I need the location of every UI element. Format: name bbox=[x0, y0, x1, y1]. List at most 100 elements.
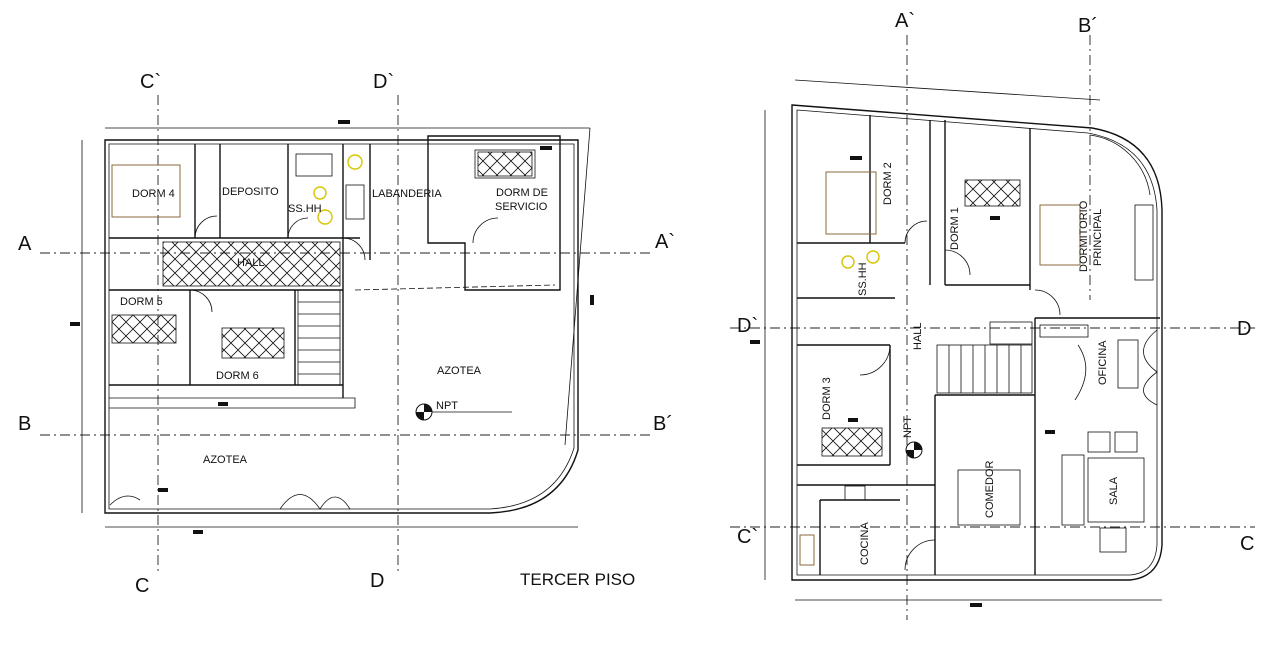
kitchen-sink bbox=[799, 534, 815, 566]
room-label: DORM 4 bbox=[132, 188, 175, 200]
grid-label-top: C` bbox=[140, 71, 161, 93]
bed-dorm6 bbox=[221, 327, 285, 359]
door-swing bbox=[472, 217, 499, 244]
grid-label-bottom: C bbox=[135, 575, 149, 597]
bay-window bbox=[279, 494, 351, 510]
room-label: DORMITORIO bbox=[1078, 200, 1090, 272]
bed-principal bbox=[1039, 204, 1081, 266]
office-desk-curve bbox=[1074, 344, 1087, 401]
room-label: SALA bbox=[1108, 476, 1120, 505]
terrace-edge bbox=[109, 397, 356, 409]
bed-dorm3 bbox=[821, 427, 883, 457]
room-label: DORM 6 bbox=[216, 370, 259, 382]
toilet-icon bbox=[841, 255, 855, 269]
room-label: SS.HH bbox=[857, 262, 869, 296]
armchair bbox=[1099, 527, 1127, 553]
left-outer-wall bbox=[104, 139, 579, 514]
room-label: DORM 2 bbox=[882, 162, 894, 205]
grid-label-bottom: D bbox=[370, 570, 384, 592]
window bbox=[1134, 204, 1154, 281]
room-label: PRINCIPAL bbox=[1092, 209, 1104, 266]
dim-tag bbox=[990, 216, 1000, 220]
bed-servicio bbox=[474, 149, 536, 179]
laundry-sink bbox=[345, 184, 365, 220]
right-plan: A` B´ D` C` D C DORM 2 DORM 1 DORMITORIO… bbox=[730, 10, 1255, 620]
azotea-dash bbox=[354, 284, 556, 291]
room-label: DEPOSITO bbox=[222, 186, 279, 198]
bed-dorm4 bbox=[111, 164, 181, 218]
dim-tag bbox=[540, 146, 552, 150]
servicio-room bbox=[427, 135, 561, 291]
door-swing bbox=[189, 289, 213, 313]
left-plan: C` D` C D A B A` B´ DORM 4 DEPOSITO SS.H… bbox=[18, 71, 675, 597]
grid-label-top: B´ bbox=[1078, 15, 1098, 37]
bed-dorm1 bbox=[964, 179, 1021, 207]
door-swing bbox=[859, 344, 891, 376]
grid-label-right: D bbox=[1237, 318, 1251, 340]
room-label: SERVICIO bbox=[495, 201, 548, 213]
dim-tag bbox=[218, 402, 228, 406]
stair-treads bbox=[298, 301, 340, 375]
room-label: COCINA bbox=[859, 522, 871, 565]
door-swing bbox=[287, 217, 309, 239]
grid-label-top: A` bbox=[895, 10, 915, 32]
bed-dorm2 bbox=[825, 171, 877, 235]
stairs bbox=[936, 344, 1033, 394]
stair-treads bbox=[948, 345, 1022, 393]
grid-label-top: D` bbox=[373, 71, 394, 93]
level-label: NPT bbox=[902, 416, 914, 438]
parapet-top bbox=[794, 79, 1101, 101]
level-marker-fill bbox=[906, 442, 922, 458]
room-label: DORM 5 bbox=[120, 296, 163, 308]
door-swing bbox=[342, 237, 366, 261]
right-inner-wall bbox=[796, 109, 1158, 576]
grid-label-left: A bbox=[18, 233, 32, 255]
dim-tag bbox=[848, 418, 858, 422]
dim-tag bbox=[970, 603, 982, 607]
grid-label-right: B´ bbox=[653, 413, 673, 435]
dining-table bbox=[957, 469, 1021, 526]
armchair bbox=[1087, 431, 1111, 453]
room-label: AZOTEA bbox=[437, 365, 482, 377]
room-label: HALL bbox=[912, 322, 924, 350]
grid-label-left: C` bbox=[737, 526, 758, 548]
level-marker-fill bbox=[416, 404, 432, 420]
room-label: LABANDERIA bbox=[372, 188, 442, 200]
dim-tag bbox=[1045, 430, 1055, 434]
door-swing bbox=[1089, 134, 1151, 196]
dim-tag bbox=[158, 488, 168, 492]
stairs bbox=[297, 289, 341, 386]
office-sofa bbox=[1117, 339, 1139, 389]
sofa bbox=[1061, 454, 1085, 526]
dim-tag bbox=[850, 156, 862, 160]
right-outer-wall bbox=[791, 104, 1163, 581]
parapet-right bbox=[564, 127, 591, 446]
room-label: DORM 3 bbox=[821, 377, 833, 420]
level-label: NPT bbox=[436, 400, 458, 412]
room-label: COMEDOR bbox=[984, 461, 996, 519]
grid-label-right: A` bbox=[655, 231, 675, 253]
sink-icon bbox=[313, 186, 327, 200]
door-swing bbox=[194, 215, 218, 239]
grid-label-left: D` bbox=[737, 315, 758, 337]
sink-icon bbox=[866, 250, 880, 264]
room-label: OFICINA bbox=[1097, 340, 1109, 385]
drawing-title: TERCER PISO bbox=[520, 570, 635, 589]
door-swing bbox=[904, 220, 928, 244]
bed-servicio-cover bbox=[477, 151, 533, 177]
left-inner-wall bbox=[108, 143, 575, 510]
bathtub bbox=[295, 153, 333, 177]
toilet-icon bbox=[347, 154, 363, 170]
bed-dorm5 bbox=[111, 314, 177, 344]
door-swing bbox=[944, 249, 971, 276]
bay-window bbox=[109, 495, 141, 506]
hall-hatch bbox=[162, 241, 341, 287]
dim-tag bbox=[338, 120, 350, 124]
door-swing bbox=[904, 539, 936, 571]
bay-window bbox=[1143, 329, 1158, 406]
grid-label-right: C bbox=[1240, 533, 1254, 555]
room-label: DORM 1 bbox=[949, 207, 961, 250]
stair-landing bbox=[989, 321, 1033, 345]
dim-tag bbox=[750, 340, 760, 344]
